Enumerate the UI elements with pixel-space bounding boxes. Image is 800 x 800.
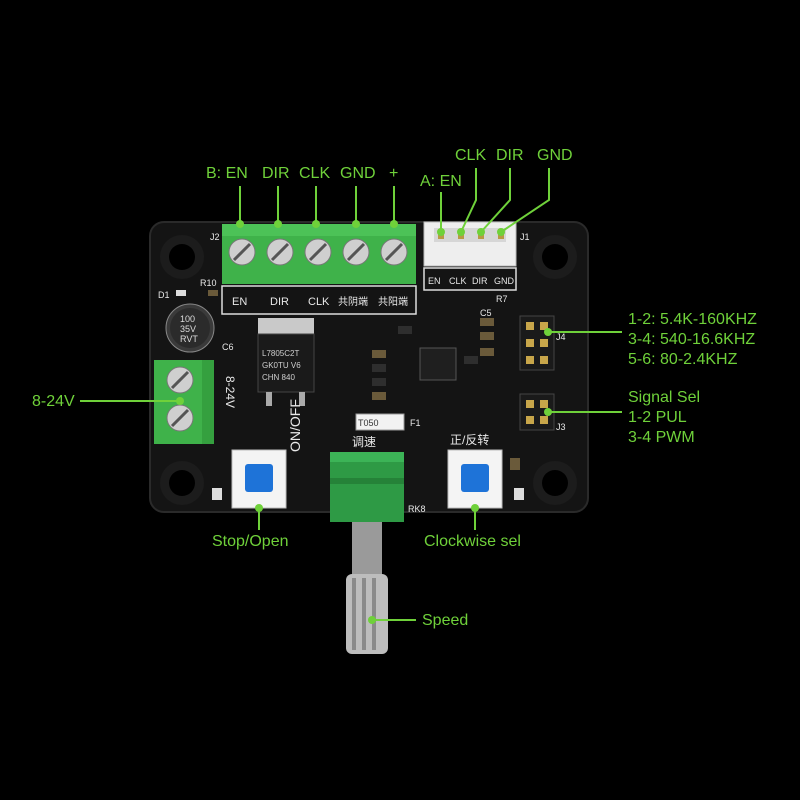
- freq-range-1-2: 1-2: 5.4K-160KHZ: [628, 311, 757, 328]
- silk-c6: C6: [222, 342, 234, 352]
- cap-line2: 35V: [180, 324, 196, 334]
- signal-sel-pul: 1-2 PUL: [628, 409, 687, 426]
- silk-en: EN: [232, 296, 247, 308]
- label-a-gnd: GND: [537, 147, 573, 164]
- silk-dir: DIR: [270, 296, 289, 308]
- mounting-hole-bl: [160, 461, 204, 505]
- mounting-hole-br: [533, 461, 577, 505]
- label-b-plus: +: [389, 165, 399, 182]
- ic-chip: [419, 347, 457, 381]
- silk-common-anode: 共阳端: [378, 295, 408, 308]
- signal-select-labels: Signal Sel 1-2 PUL 3-4 PWM: [628, 388, 700, 448]
- silk-r10: R10: [200, 278, 217, 288]
- silk-power-voltage: 8-24V: [223, 376, 237, 408]
- silk-zhengfan: 正/反转: [450, 432, 489, 447]
- fuse: [355, 413, 405, 431]
- silk-tiaosu: 调速: [352, 435, 376, 449]
- silk-clk: CLK: [308, 296, 330, 308]
- label-b-dir: DIR: [262, 165, 290, 182]
- mounting-hole-tr: [533, 235, 577, 279]
- silkscreen-text: EN DIR CLK 共阴端 共阳端 EN CLK DIR GND J1 J2 …: [158, 232, 566, 514]
- silk-j1: J1: [520, 232, 530, 242]
- silk-c5: C5: [480, 308, 492, 318]
- silk-rk8: RK8: [408, 504, 426, 514]
- label-speed: Speed: [422, 612, 469, 629]
- vreg-line1: L7805C2T: [262, 349, 299, 358]
- silk-j3: J3: [556, 422, 566, 432]
- stop-open-button: [231, 449, 287, 509]
- label-voltage: 8-24V: [32, 393, 75, 410]
- silk-onoff: ON/OFF: [287, 399, 303, 452]
- silk-common-cathode: 共阴端: [338, 295, 368, 308]
- silk-j2: J2: [210, 232, 220, 242]
- frequency-labels: 1-2: 5.4K-160KHZ 3-4: 540-16.6KHZ 5-6: 8…: [628, 310, 757, 370]
- freq-range-3-4: 3-4: 540-16.6KHZ: [628, 331, 756, 348]
- freq-range-5-6: 5-6: 80-2.4KHZ: [628, 351, 738, 368]
- silk-d1: D1: [158, 290, 170, 300]
- vreg-line3: CHN 840: [262, 373, 295, 382]
- silk-conn-gnd: GND: [494, 276, 515, 286]
- silk-r7: R7: [496, 294, 508, 304]
- electrolytic-capacitor: [165, 303, 215, 353]
- signal-sel-pwm: 3-4 PWM: [628, 429, 695, 446]
- label-stop-open: Stop/Open: [212, 533, 289, 550]
- label-a-clk: CLK: [455, 147, 487, 164]
- silk-j4: J4: [556, 332, 566, 342]
- silk-conn-en: EN: [428, 276, 441, 286]
- silk-f1: F1: [410, 418, 421, 428]
- label-clockwise-sel: Clockwise sel: [424, 533, 521, 550]
- vreg-line2: GK0TU V6: [262, 361, 301, 370]
- label-b-clk: CLK: [299, 165, 331, 182]
- label-b-en: B: EN: [206, 165, 248, 182]
- mounting-hole-tl: [160, 235, 204, 279]
- indicator-dots: [176, 220, 552, 624]
- screw-terminal-top: [222, 224, 416, 284]
- label-b-gnd: GND: [340, 165, 376, 182]
- jumper-header-j4: [519, 315, 555, 371]
- speed-potentiometer: [330, 452, 404, 654]
- label-a-dir: DIR: [496, 147, 524, 164]
- cap-line3: RVT: [180, 334, 198, 344]
- signal-sel-title: Signal Sel: [628, 389, 701, 406]
- clockwise-button: [447, 449, 503, 509]
- silk-conn-clk: CLK: [449, 276, 467, 286]
- label-a-en: A: EN: [420, 173, 462, 190]
- silk-conn-dir: DIR: [472, 276, 488, 286]
- voltage-regulator: [257, 318, 315, 406]
- cap-line1: 100: [180, 314, 195, 324]
- silk-t050: T050: [358, 418, 379, 428]
